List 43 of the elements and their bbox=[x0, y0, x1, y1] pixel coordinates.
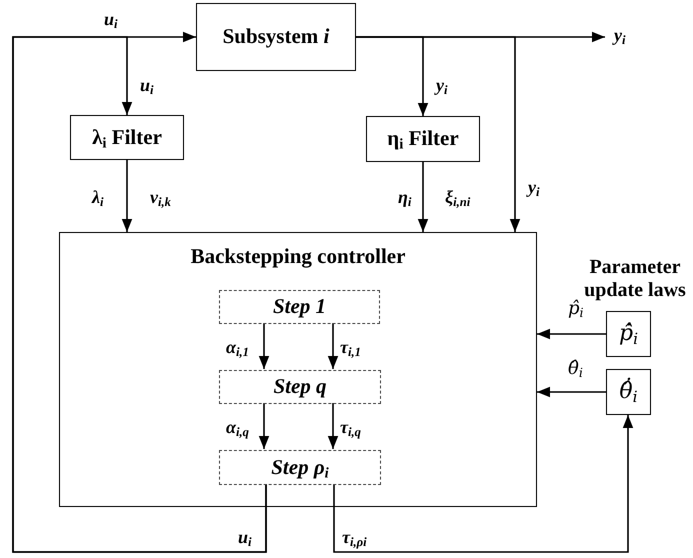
node-label: Backstepping controller bbox=[190, 245, 406, 268]
edge-label: θ̂$_{i}$ bbox=[568, 360, 583, 378]
signal-label: ξ$_{i,ni}$ bbox=[445, 188, 470, 206]
arrow bbox=[258, 323, 270, 369]
heading: Parameter update laws bbox=[583, 256, 687, 302]
edge-label: p̂$_{i}$ bbox=[568, 300, 584, 318]
filter-box bbox=[366, 116, 480, 162]
signal-label: u$_{i}$ bbox=[104, 10, 118, 28]
arrow bbox=[356, 36, 520, 232]
edge-label: u$_{i}$ bbox=[140, 76, 154, 94]
edge-label: y$_{i}$ bbox=[528, 178, 540, 196]
node-label: Step q bbox=[273, 375, 327, 399]
arrow bbox=[418, 162, 428, 232]
arrow bbox=[328, 323, 338, 369]
edge-label: u$_{i}$ bbox=[238, 528, 252, 546]
node-label: Step ρ$_{i}$ bbox=[271, 456, 329, 480]
edge-label: y$_{i}$ bbox=[436, 76, 448, 94]
step-box bbox=[219, 450, 381, 485]
node-label: λ$_{i}$ Filter bbox=[92, 126, 162, 150]
arrow bbox=[537, 386, 606, 398]
node-label: Step 1 bbox=[272, 295, 326, 319]
arrow bbox=[333, 415, 634, 553]
node-label: θ̂̇$_{i}$ bbox=[619, 380, 638, 404]
arrow bbox=[258, 403, 270, 449]
arrow bbox=[537, 328, 606, 340]
update-law-box bbox=[606, 311, 651, 357]
edge-label: y$_{i}$ bbox=[614, 26, 626, 44]
edge-label: α$_{i,1}$ bbox=[226, 338, 249, 356]
arrow bbox=[122, 160, 132, 232]
step-box bbox=[219, 370, 381, 404]
node-label: η$_{i}$ Filter bbox=[387, 127, 459, 151]
update-law-box bbox=[606, 369, 651, 415]
step-box bbox=[219, 290, 380, 324]
edge-label: λ$_{i}$ bbox=[92, 188, 104, 206]
node-label: p̂̇$_{i}$ bbox=[618, 322, 638, 346]
controller-box bbox=[59, 232, 537, 507]
node-label: Subsystem i bbox=[222, 25, 330, 49]
arrow bbox=[328, 403, 338, 449]
edge-label: η$_{i}$ bbox=[398, 188, 412, 206]
signal-label: v$_{i,k}$ bbox=[150, 188, 171, 206]
filter-box bbox=[70, 115, 184, 160]
process-box bbox=[196, 3, 356, 71]
edge-label: τ$_{i,1}$ bbox=[340, 338, 361, 356]
